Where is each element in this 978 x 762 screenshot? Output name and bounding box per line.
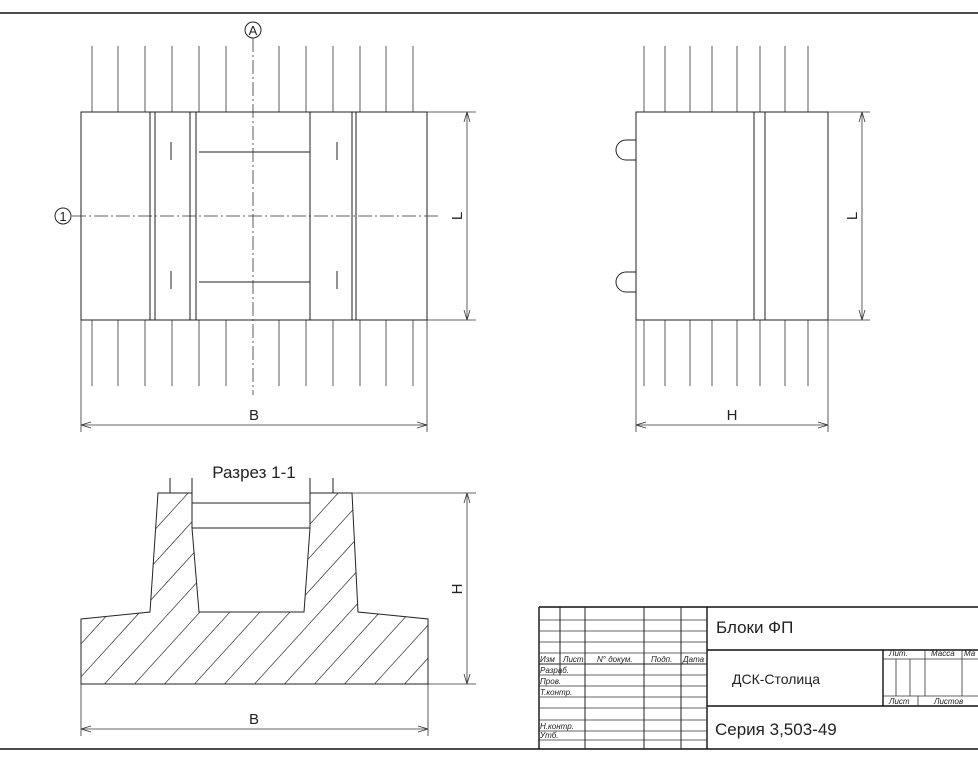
svg-text:H: H	[727, 407, 738, 424]
organization-name: ДСК-Столица	[732, 671, 820, 687]
side-top-rebars	[643, 46, 809, 112]
socket-void	[192, 493, 310, 612]
svg-text:Лист: Лист	[888, 697, 910, 706]
axis-marker-number: 1	[54, 207, 72, 225]
side-bottom-rebars	[643, 320, 809, 386]
lifting-loop-bottom	[615, 271, 636, 293]
title-block: Изм Лист N° докум. Подп. Дата Разраб. Пр…	[538, 606, 978, 749]
svg-text:Пров.: Пров.	[540, 677, 561, 686]
svg-text:Утб.: Утб.	[539, 731, 559, 740]
svg-text:B: B	[249, 407, 259, 424]
svg-text:L: L	[844, 212, 861, 220]
svg-text:N° докум.: N° докум.	[597, 655, 633, 664]
svg-text:1: 1	[59, 209, 66, 224]
svg-text:Изм: Изм	[540, 655, 555, 664]
axis-marker-letter: A	[244, 21, 262, 39]
plan-bottom-rebars	[91, 320, 414, 386]
svg-text:Лист: Лист	[562, 655, 584, 664]
svg-text:Лит.: Лит.	[888, 649, 908, 658]
svg-text:Масса: Масса	[931, 649, 955, 658]
svg-text:Дата: Дата	[682, 655, 705, 664]
product-name: Блоки ФП	[716, 618, 793, 637]
section-title: Разрез 1-1	[212, 463, 295, 482]
svg-text:L: L	[449, 212, 466, 220]
svg-text:Ма: Ма	[964, 649, 976, 658]
lifting-loop-top	[615, 139, 636, 161]
dimension-section-height: H	[352, 492, 476, 685]
svg-text:B: B	[249, 711, 259, 728]
svg-text:Листов: Листов	[933, 697, 963, 706]
dimension-plan-width: B	[80, 320, 428, 432]
dimension-section-width: B	[80, 684, 429, 736]
svg-text:Подп.: Подп.	[651, 655, 672, 664]
dimension-plan-length: L	[427, 111, 476, 321]
side-outline	[635, 111, 829, 321]
section-view: Разрез 1-1	[80, 463, 476, 736]
svg-text:A: A	[249, 23, 258, 38]
series-name: Серия 3,503-49	[715, 720, 837, 739]
svg-text:Разраб.: Разраб.	[540, 666, 569, 675]
plan-top-rebars	[91, 46, 414, 112]
svg-text:Н.контр.: Н.контр.	[540, 722, 574, 731]
side-view: H L	[615, 46, 870, 432]
svg-text:H: H	[449, 584, 466, 595]
plan-view: A 1 B L	[54, 21, 476, 432]
dimension-side-height: H	[635, 320, 829, 432]
svg-text:Т.контр.: Т.контр.	[540, 688, 572, 697]
dimension-side-length: L	[828, 111, 870, 321]
